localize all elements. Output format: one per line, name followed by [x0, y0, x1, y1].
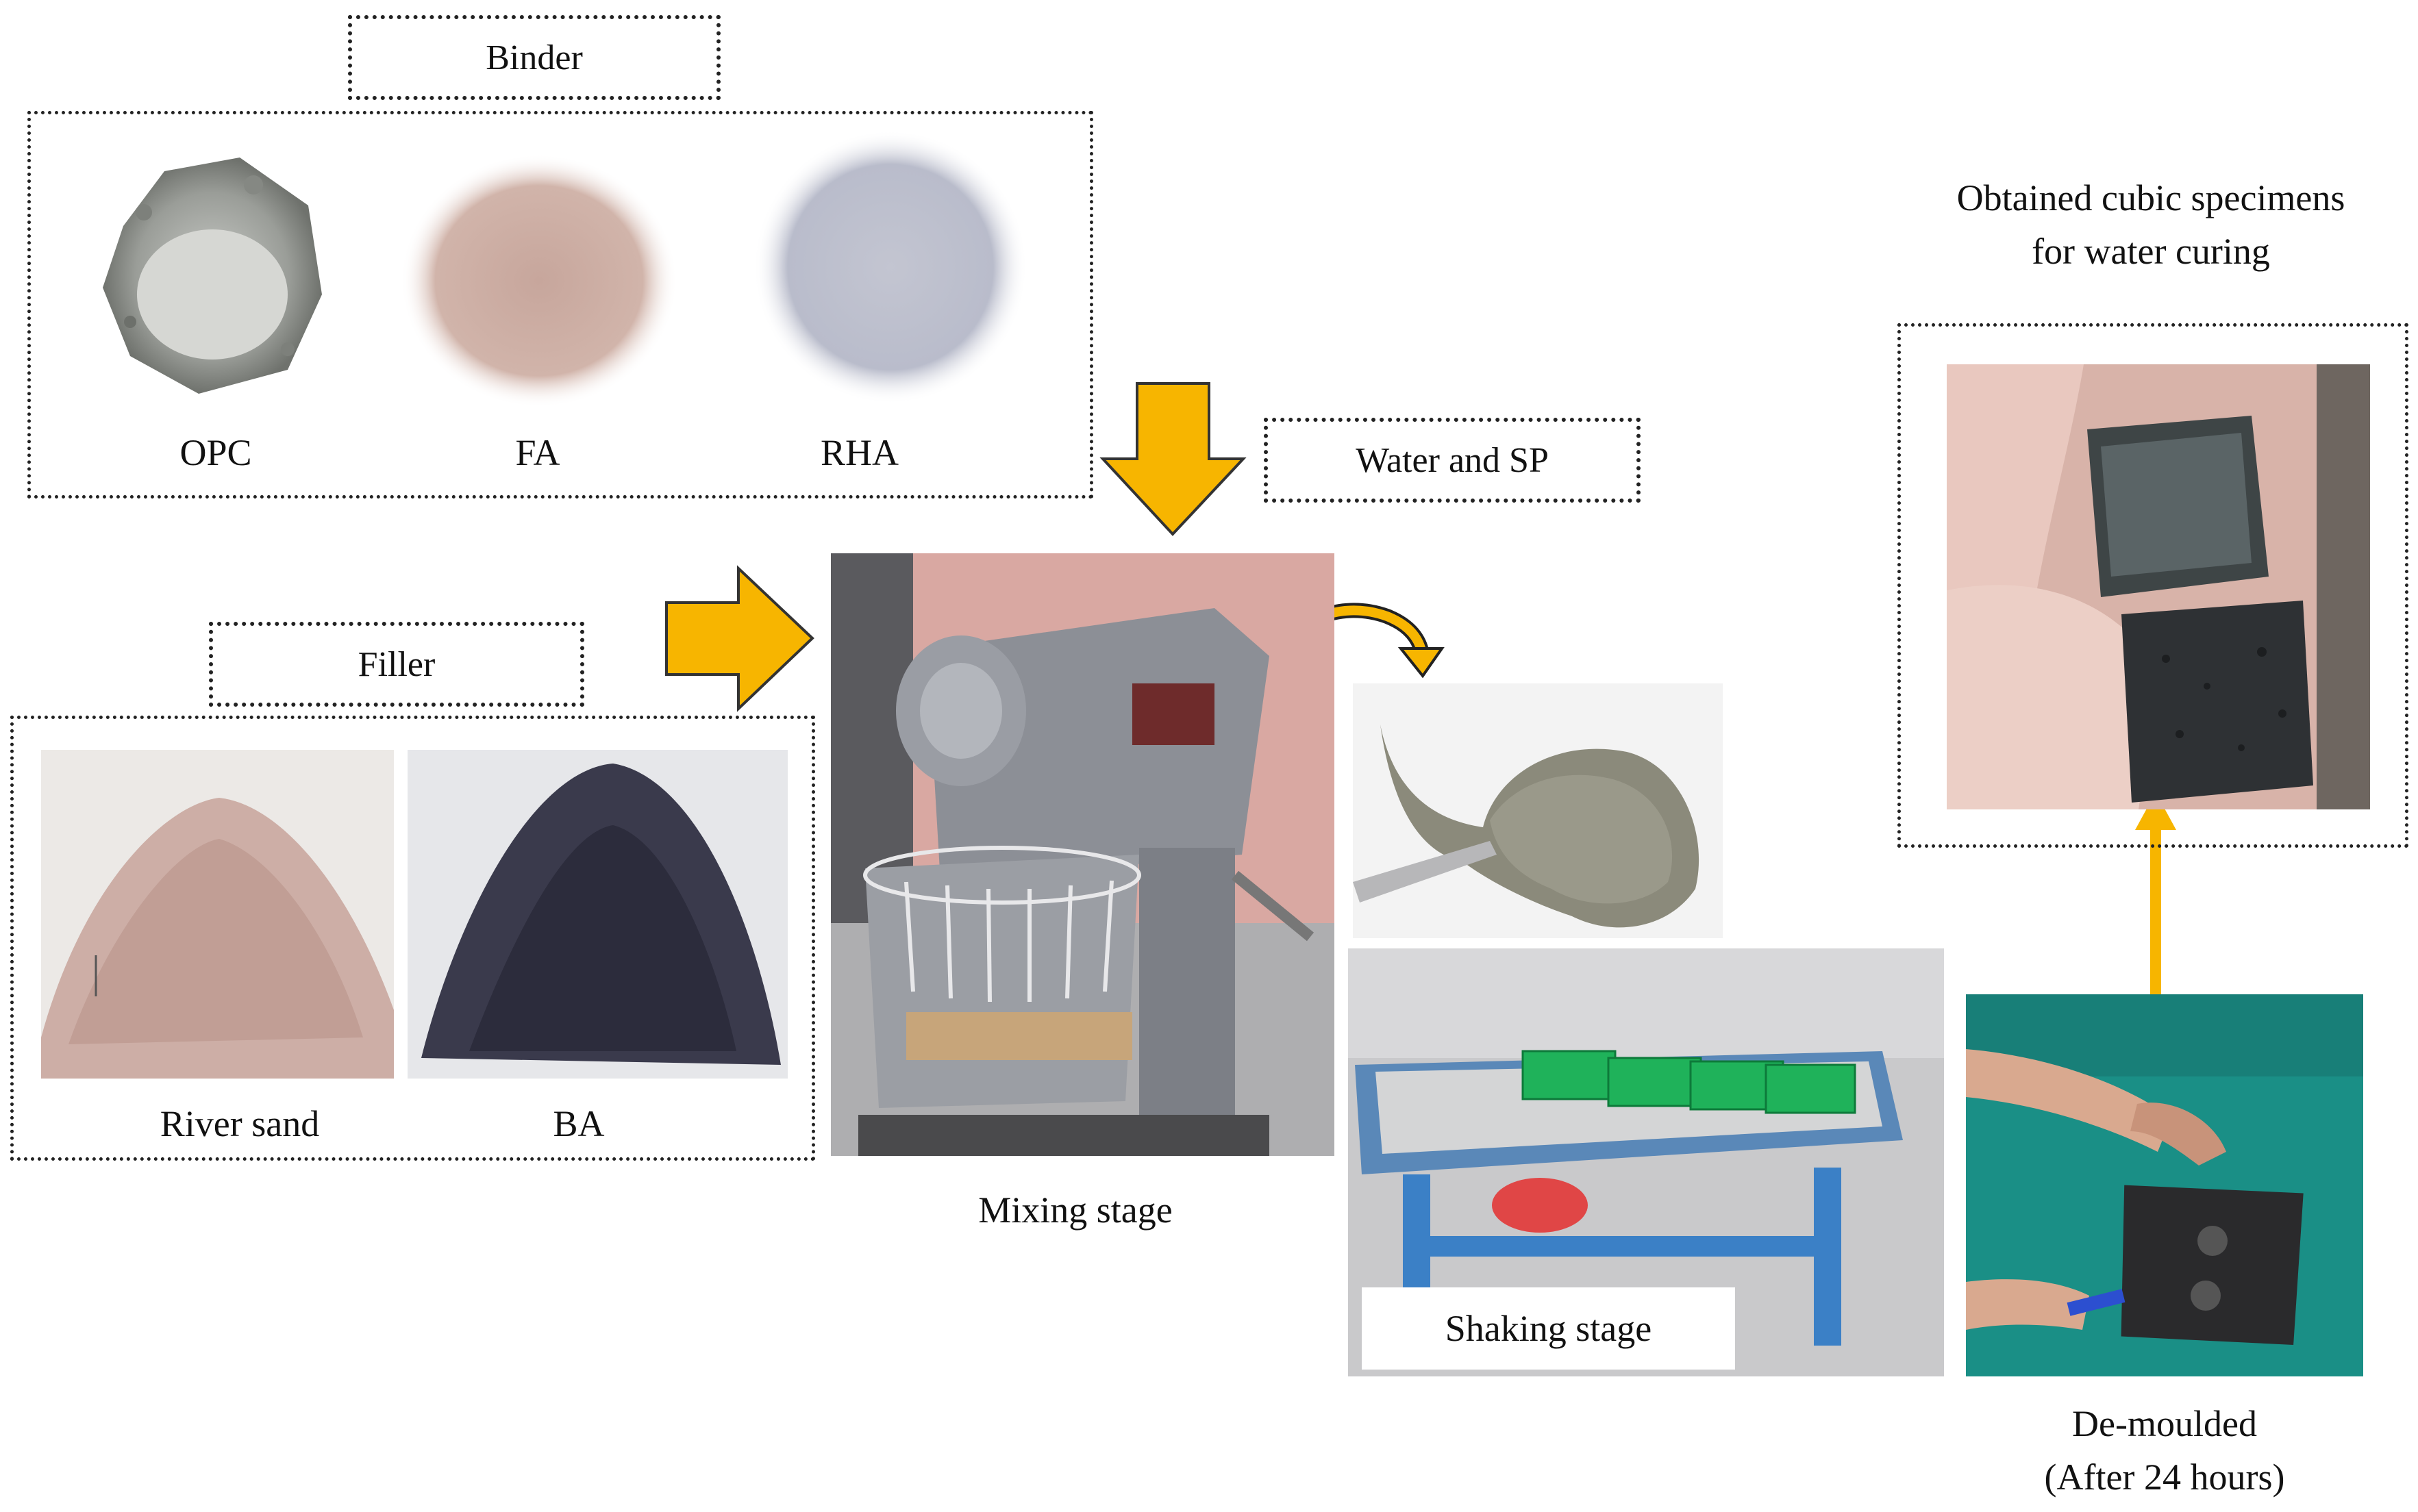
- rha-label: RHA: [820, 432, 899, 473]
- arrow-up-icon: [2135, 792, 2176, 994]
- ba-image: [408, 750, 788, 1079]
- filler-group: [10, 716, 815, 1161]
- rha-image: [753, 130, 1027, 404]
- arrow-down-icon: [1099, 382, 1247, 536]
- specimens-caption: Obtained cubic specimens for water curin…: [1904, 171, 2397, 279]
- ba-label: BA: [553, 1103, 605, 1144]
- shaking-caption: Shaking stage: [1445, 1308, 1652, 1349]
- demoulded-caption: De-moulded (After 24 hours): [1993, 1397, 2336, 1504]
- shaking-table-image: Shaking stage: [1348, 948, 1944, 1376]
- demoulded-line1: De-moulded: [2072, 1403, 2257, 1444]
- fresh-mortar-image: [1353, 683, 1723, 938]
- water-sp-box: Water and SP: [1264, 418, 1641, 503]
- fa-image: [401, 154, 678, 407]
- cubic-specimens-image: [1947, 364, 2370, 809]
- opc-label: OPC: [179, 432, 252, 473]
- mixer-image: [831, 553, 1334, 1156]
- water-sp-label: Water and SP: [1356, 440, 1549, 480]
- filler-title: Filler: [358, 644, 436, 684]
- filler-title-box: Filler: [209, 622, 584, 707]
- demoulded-line2: (After 24 hours): [2044, 1457, 2285, 1498]
- binder-group: [27, 111, 1093, 499]
- binder-title-box: Binder: [348, 15, 721, 100]
- shaking-caption-box: Shaking stage: [1362, 1287, 1735, 1370]
- arrow-right-icon: [665, 565, 814, 712]
- specimens-group: [1897, 323, 2408, 848]
- specimens-line2: for water curing: [2032, 231, 2270, 273]
- mixing-caption: Mixing stage: [978, 1189, 1173, 1231]
- river-sand-image: [41, 750, 394, 1079]
- river-sand-label: River sand: [160, 1103, 320, 1144]
- binder-title: Binder: [486, 38, 583, 77]
- opc-image: [82, 130, 342, 404]
- specimens-line1: Obtained cubic specimens: [1956, 177, 2345, 218]
- fa-label: FA: [515, 432, 560, 473]
- demoulded-image: [1966, 994, 2363, 1376]
